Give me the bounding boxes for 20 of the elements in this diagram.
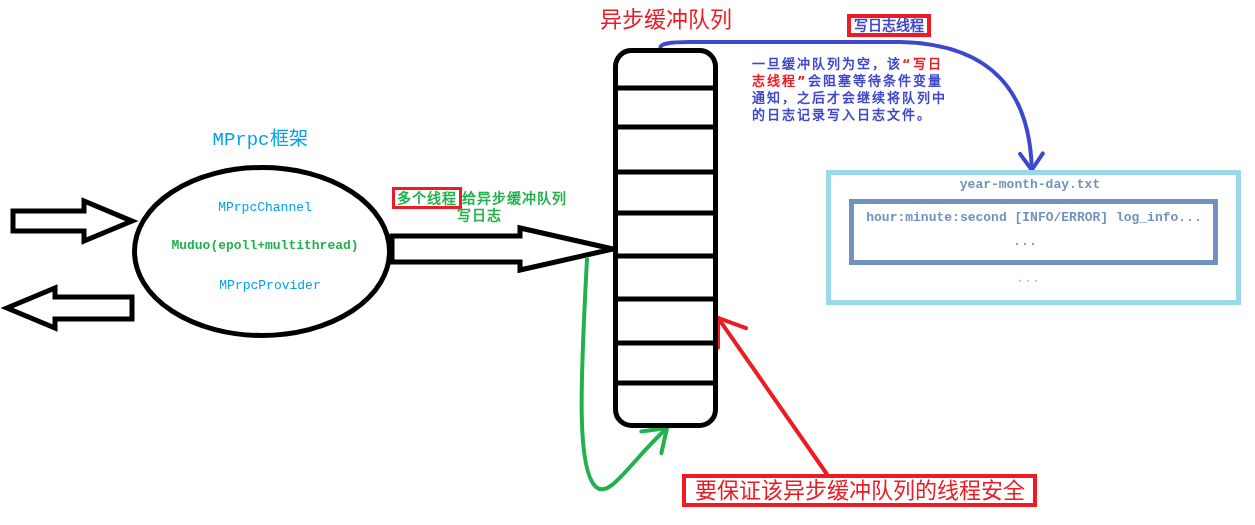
edge-label: 写日志线程 [847, 14, 931, 37]
edge-label: 多个线程给异步缓冲队列写日志 [390, 190, 568, 224]
file-box [826, 170, 1241, 305]
file-name: year-month-day.txt [959, 178, 1101, 193]
component-label: MPrpcProvider [219, 279, 321, 294]
annotation-text: 一旦缓冲队列为空，该“写日志线程”会阻塞等待条件变量通知，之后才会继续将队列中的日志记录写入日志文件。 [752, 55, 948, 123]
log-format-text: hour:minute:second [INFO/ERROR] log_info... [866, 211, 1202, 226]
component-label: MPrpcChannel [218, 201, 312, 216]
curved-arrow [579, 257, 669, 492]
framework-title: MPrpc框架 [212, 130, 308, 152]
block-arrow [10, 197, 139, 245]
ellipsis-text: ... [1013, 235, 1037, 250]
component-label: Muduo(epoll+multithread) [171, 239, 359, 254]
curved-arrow [658, 40, 1045, 172]
note-box: 要保证该异步缓冲队列的线程安全 [682, 474, 1037, 507]
arrow [716, 315, 829, 476]
ellipsis-text: ... [1016, 272, 1040, 287]
queue-title: 异步缓冲队列 [600, 7, 732, 33]
block-arrow [389, 224, 616, 274]
block-arrow [0, 284, 135, 332]
